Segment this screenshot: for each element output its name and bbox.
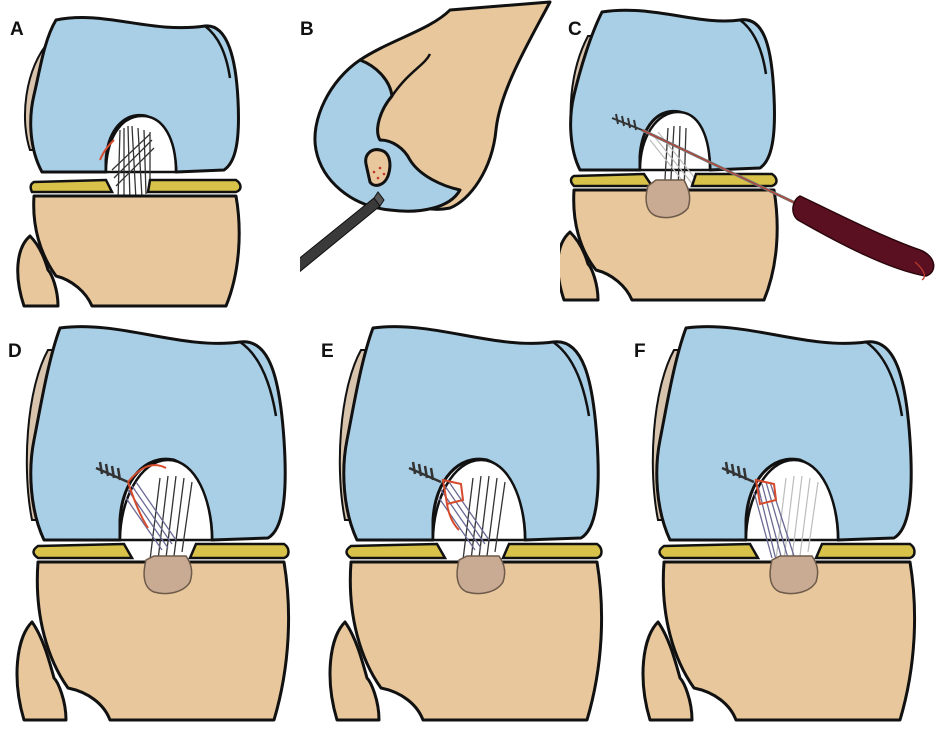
knee-diagram-acl-repair-complete [626,320,939,735]
panel-d: D [0,320,313,735]
panel-e: E [313,320,626,735]
knee-diagram-suture-passage [0,320,313,735]
knee-diagram-anchor-insertion [560,0,939,320]
panel-label-c: C [568,20,582,39]
panel-c: C [560,0,939,320]
panel-f: F [626,320,939,735]
knee-diagram-suture-tied [313,320,626,735]
panel-label-d: D [8,342,22,361]
panel-label-e: E [321,342,334,361]
knee-diagram-intact-acl [0,0,300,320]
panel-label-b: B [300,20,314,39]
panel-b: B [300,0,560,320]
panel-label-f: F [634,342,646,361]
femoral-notch-lateral-view [300,0,560,320]
panel-label-a: A [10,20,24,39]
panel-a: A [0,0,300,320]
